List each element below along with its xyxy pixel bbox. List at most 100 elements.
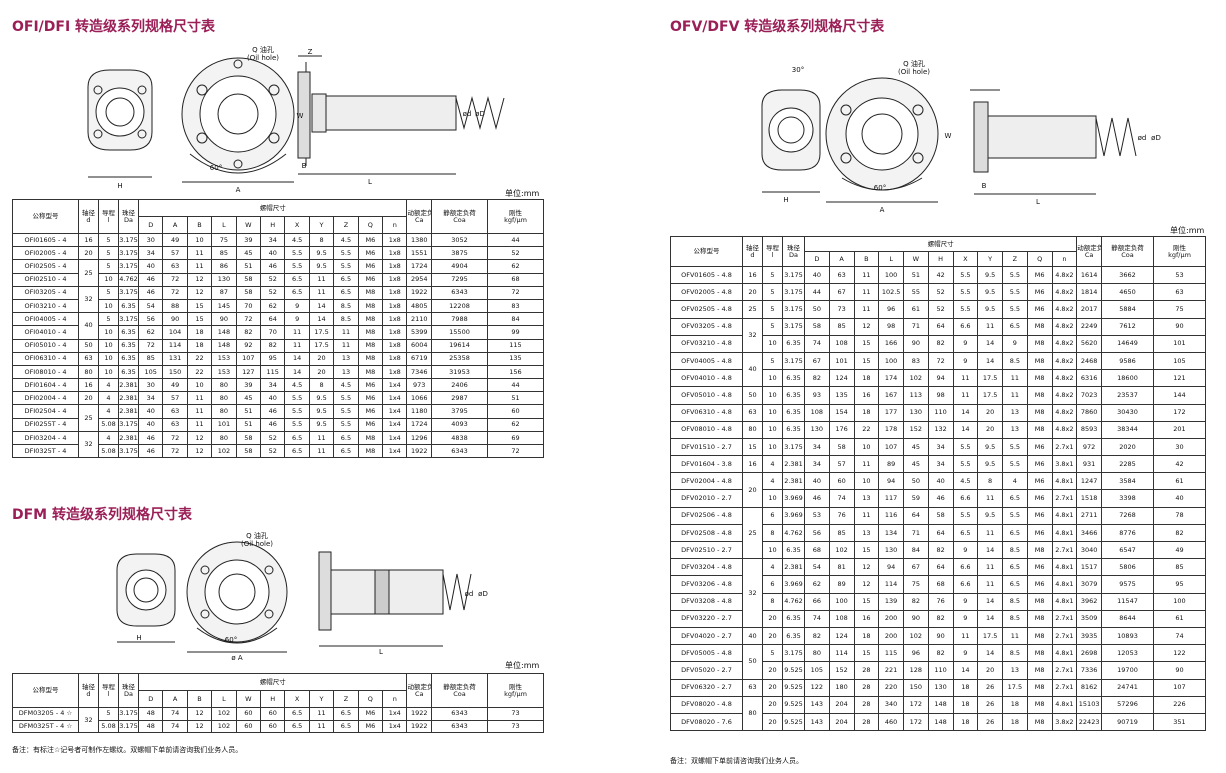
cell-dim: 72	[235, 312, 262, 327]
cell-lead: 5	[98, 312, 119, 327]
cell-dim: 72	[927, 351, 954, 371]
cell-dim: 81	[828, 558, 855, 577]
cell-model: OFI05010 - 4	[12, 338, 79, 353]
cell-dim: 4.8x1	[1051, 506, 1078, 525]
cell-dim: 122	[804, 678, 830, 697]
cell-dim: 80	[804, 644, 830, 663]
cell-lead: 5.08	[98, 719, 119, 733]
cell-dim: 16	[853, 386, 880, 405]
cell-dim: 4.8x1	[1051, 644, 1078, 663]
cell-dim: M6	[1026, 300, 1053, 319]
hdr-nut: 螺帽尺寸	[803, 236, 1078, 252]
cell-shaft: 63	[742, 403, 763, 422]
cell-dim: 1x8	[382, 272, 408, 287]
cell-dim: 12	[186, 443, 213, 459]
cell-dim: 67	[804, 351, 830, 371]
cell-stiff: 68	[487, 272, 544, 287]
cell-dim: 148	[211, 325, 237, 340]
cell-ball: 2.381	[118, 391, 139, 406]
cell-coa: 25358	[431, 351, 488, 366]
cell-coa: 4904	[431, 259, 488, 274]
cell-ca: 3935	[1076, 626, 1102, 646]
cell-dim: 72	[162, 285, 188, 300]
cell-dim: M8	[357, 364, 384, 380]
cell-lead: 5	[98, 232, 119, 248]
cell-shaft: 16	[78, 378, 99, 393]
cell-stiff: 83	[487, 298, 544, 314]
cell-lead: 6	[762, 506, 783, 525]
cell-dim: 57	[828, 455, 855, 474]
cell-dim: 18	[853, 403, 880, 422]
cell-coa: 3875	[431, 246, 488, 261]
cell-ca: 3466	[1076, 523, 1102, 543]
cell-dim: 178	[878, 420, 904, 439]
cell-dim: 5.5	[952, 455, 979, 474]
cell-stiff: 201	[1153, 420, 1206, 439]
cell-ball: 3.175	[118, 443, 139, 459]
cell-dim: 107	[235, 351, 262, 366]
hdr-dim: Z	[1002, 251, 1028, 267]
cell-shaft: 25	[78, 404, 99, 432]
cell-dim: 11	[952, 369, 979, 388]
cell-lead: 5	[762, 300, 783, 319]
cell-dim: M6	[1026, 489, 1053, 508]
cell-dim: 134	[878, 523, 904, 543]
cell-dim: 17.5	[977, 369, 1003, 388]
cell-model: OFI02510 - 4	[12, 272, 79, 287]
cell-dim: M8	[1026, 369, 1053, 388]
ofv-fig-a: A	[880, 206, 885, 214]
hdr-dim: L	[211, 216, 237, 234]
cell-dim: 153	[211, 351, 237, 366]
cell-ca: 1922	[406, 707, 432, 721]
cell-coa: 23537	[1101, 386, 1154, 405]
cell-dim: 18	[853, 626, 880, 646]
cell-dim: 67	[903, 558, 929, 577]
cell-dim: 74	[828, 489, 855, 508]
hdr-dim: D	[804, 251, 830, 267]
cell-lead: 4	[98, 404, 119, 419]
cell-dim: 13	[853, 489, 880, 508]
cell-dim: M8	[1026, 592, 1053, 611]
cell-dim: 74	[162, 707, 188, 721]
cell-coa: 24741	[1101, 678, 1154, 697]
cell-shaft: 15	[742, 437, 763, 457]
cell-dim: 68	[804, 540, 830, 560]
cell-dim: 49	[162, 378, 188, 393]
cell-coa: 6547	[1101, 540, 1154, 560]
cell-dim: 64	[903, 506, 929, 525]
cell-coa: 90719	[1101, 712, 1154, 732]
cell-dim: M6	[357, 259, 384, 274]
cell-stiff: 90	[1153, 661, 1206, 680]
cell-dim: 57	[162, 246, 188, 261]
cell-dim: 18	[186, 338, 213, 353]
cell-ball: 6.35	[118, 325, 139, 340]
cell-dim: 6.5	[284, 285, 310, 300]
cell-dim: 1x4	[382, 430, 408, 446]
cell-coa: 6343	[431, 443, 488, 459]
cell-dim: 14	[308, 298, 335, 314]
fig-pD-label: øD	[475, 110, 485, 118]
cell-dim: 13	[1002, 661, 1028, 680]
cell-model: OFV05010 - 4.8	[670, 386, 743, 405]
cell-dim: 4.8x2	[1051, 403, 1078, 422]
cell-dim: 12	[186, 285, 213, 300]
cell-ca: 931	[1076, 455, 1102, 474]
hdr-dim: A	[828, 251, 855, 267]
cell-ball: 6.35	[118, 364, 139, 380]
cell-dim: 64	[927, 558, 954, 577]
cell-dim: 204	[828, 695, 855, 714]
cell-dim: 18	[952, 712, 979, 732]
cell-dim: M6	[1026, 283, 1053, 302]
cell-dim: 5.5	[333, 391, 359, 406]
cell-dim: 108	[804, 403, 830, 422]
cell-dim: 51	[903, 265, 929, 285]
cell-stiff: 73	[487, 719, 544, 733]
cell-lead: 5.08	[98, 417, 119, 432]
cell-dim: 48	[137, 707, 164, 721]
